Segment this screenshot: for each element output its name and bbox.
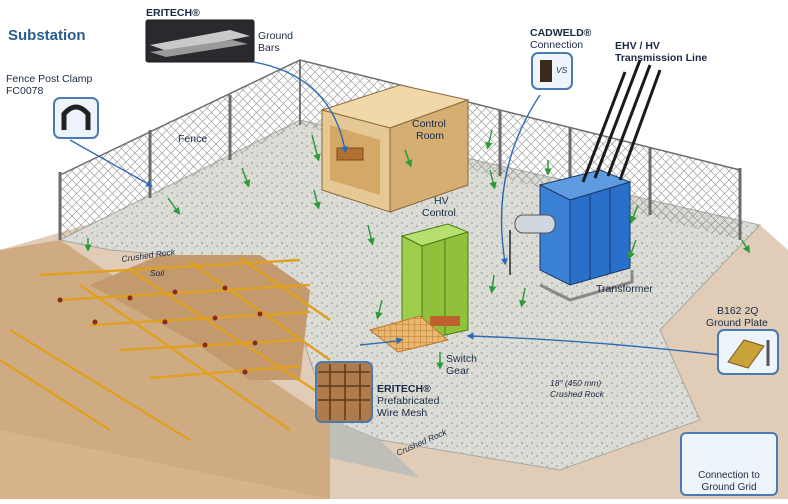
switch-gear-label-1: Switch (446, 353, 477, 365)
ground-bars-callout (145, 19, 255, 63)
wire-mesh-label-1: Prefabricated (377, 395, 440, 407)
fence-post-clamp-label-1: Fence Post Clamp (6, 73, 93, 85)
control-room-label-2: Room (416, 130, 444, 142)
cadweld-photo (531, 52, 573, 90)
wire-mesh-label-2: Wire Mesh (377, 407, 427, 419)
wire-mesh-pad (368, 315, 450, 353)
ground-bars-label-2: Bars (258, 42, 280, 54)
ground-grid (0, 257, 331, 442)
ground-bars-brand: ERITECH® (146, 7, 200, 19)
transformer-label: Transformer (596, 283, 653, 295)
switch-gear-label-2: Gear (446, 365, 470, 377)
ground-plate-photo (717, 329, 779, 375)
control-room-label-1: Control (412, 118, 446, 130)
transformer (509, 169, 634, 302)
legend (680, 432, 778, 496)
wire-mesh-brand: ERITECH® (377, 383, 431, 395)
cadweld-badge: VS (556, 65, 568, 75)
callout-lines (69, 59, 721, 356)
soil-label: Soil (150, 268, 165, 278)
legend-label-2: Ground Grid (701, 482, 757, 493)
switch-gear (400, 223, 470, 341)
transmission-line-label-1: EHV / HV (615, 40, 660, 52)
fence-label: Fence (178, 133, 207, 145)
depth-label-2: Crushed Rock (550, 389, 605, 399)
ground-plate-label-1: B162 2Q (717, 305, 758, 317)
legend-label-1: Connection to (698, 470, 760, 481)
wire-mesh-photo (315, 361, 373, 423)
diagram-title: Substation (8, 27, 86, 44)
gravel-edge (330, 420, 420, 478)
control-room (320, 84, 470, 213)
grid-joints (57, 285, 263, 375)
cadweld-brand: CADWELD® (530, 27, 592, 39)
fence-post-clamp-photo (53, 97, 99, 139)
fence-post-clamp-label-2: FC0078 (6, 85, 44, 97)
transmission-line-label-2: Transmission Line (615, 52, 707, 64)
ground-plate-label-2: Ground Plate (706, 317, 768, 329)
depth-label-1: 18" (450 mm) (550, 378, 601, 388)
hv-control-label-2: Control (422, 207, 456, 219)
hv-control-label-1: HV (434, 195, 449, 207)
ground-connection-arrows (84, 129, 750, 370)
ground-bars-label-1: Ground (258, 30, 293, 42)
transmission-lines (581, 59, 662, 183)
cadweld-label: Connection (530, 39, 583, 51)
